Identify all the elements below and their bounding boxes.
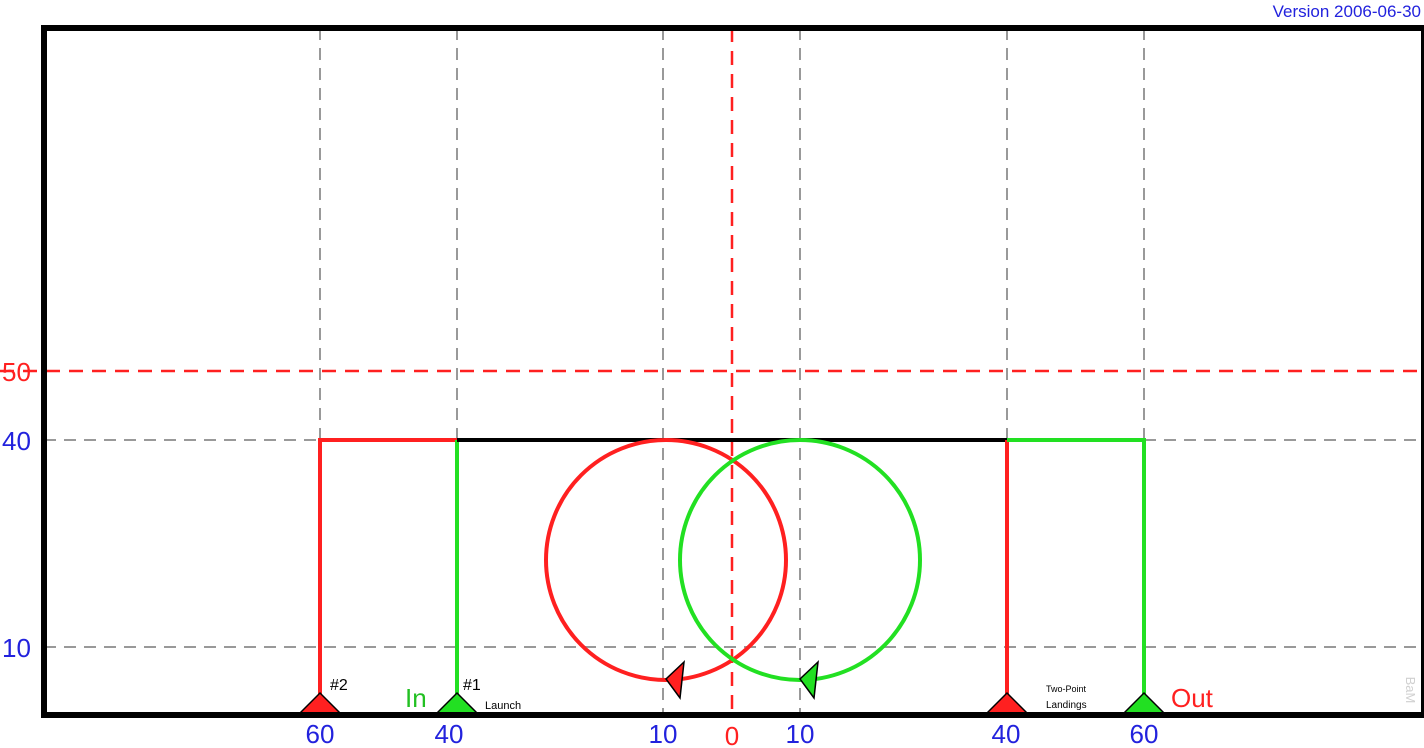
- x-label-60-left: 60: [306, 719, 335, 748]
- green-arrow-icon: [799, 660, 819, 700]
- ground-markers: [296, 691, 1168, 716]
- red-marker-right-icon: [983, 691, 1031, 716]
- red-marker-left-icon: [296, 691, 344, 716]
- pilot-2-label: #2: [330, 677, 348, 694]
- red-path-left: [318, 438, 457, 700]
- x-label-10-right: 10: [786, 719, 815, 748]
- x-label-40-right: 40: [992, 719, 1021, 748]
- landings-label-line2: Landings: [1046, 700, 1087, 711]
- diagram-frame: [41, 25, 1424, 718]
- y-label-40: 40: [2, 426, 31, 456]
- y-label-10: 10: [2, 633, 31, 663]
- out-label: Out: [1171, 683, 1214, 713]
- grid-lines: [44, 28, 1424, 715]
- y-label-50: 50: [2, 357, 31, 387]
- flight-paths: [318, 438, 1146, 700]
- watermark-text: BaM: [1403, 677, 1418, 704]
- pilot-1-label: #1: [463, 677, 481, 694]
- green-marker-right-icon: [1120, 691, 1168, 716]
- green-path-right: [1007, 438, 1146, 700]
- x-label-10-left: 10: [649, 719, 678, 748]
- in-label: In: [405, 683, 427, 713]
- red-arrow-icon: [665, 660, 685, 700]
- green-marker-left-icon: [433, 691, 481, 716]
- x-label-40-left: 40: [435, 719, 464, 748]
- version-label: Version 2006-06-30: [1273, 2, 1421, 21]
- x-label-0: 0: [725, 721, 739, 748]
- centerlines: [0, 28, 1424, 715]
- landings-label-line1: Two-Point: [1046, 684, 1087, 694]
- x-label-60-right: 60: [1130, 719, 1159, 748]
- red-loop: [544, 438, 788, 682]
- launch-label: Launch: [485, 700, 521, 712]
